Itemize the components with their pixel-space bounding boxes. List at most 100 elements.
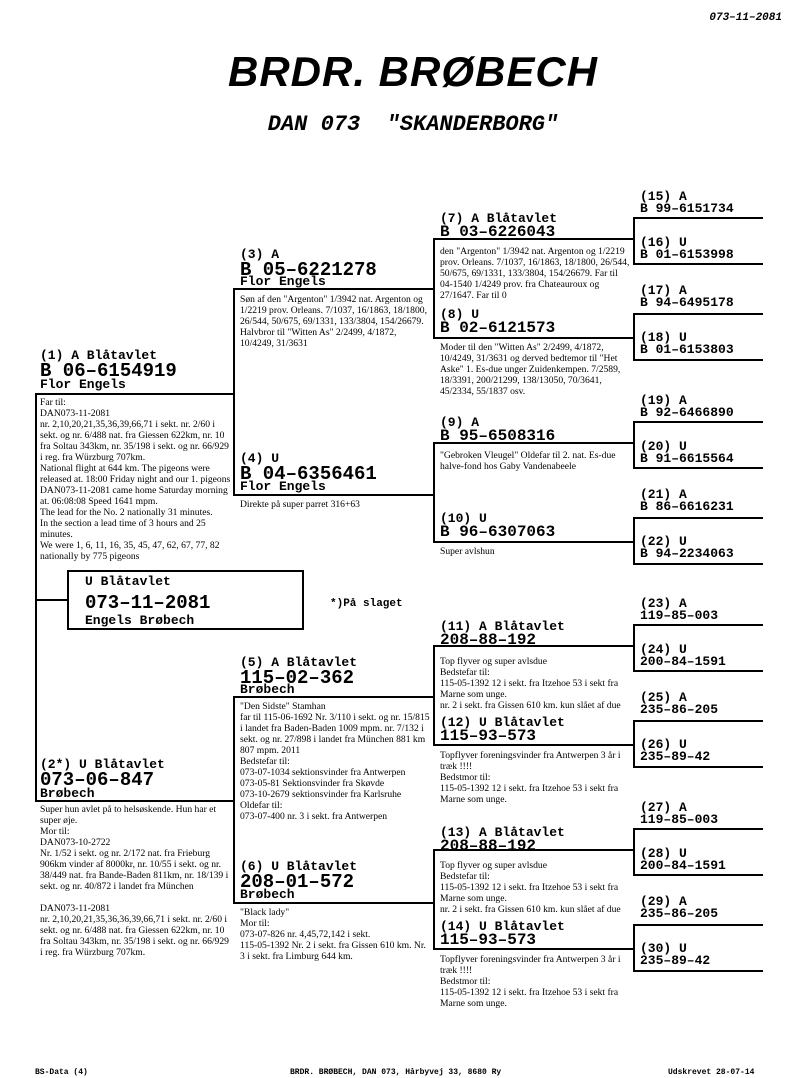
underline-29 [633,924,763,926]
pedigree-2-owner: Brøbech [40,786,95,801]
page-title: BRDR. BRØBECH [228,48,598,95]
bracket-gen4-2 [633,313,635,361]
pedigree-5-label: (5) A Blåtavlet [240,655,358,670]
pedigree-2-desc: Super hun avlet på to helsøskende. Hun h… [40,804,229,958]
pedigree-4-label: (4) U [240,451,280,466]
pedigree-18-ring: B 01–6153803 [640,342,734,357]
pedigree-1-label: (1) A Blåtavlet [40,348,158,363]
pedigree-11-label: (11) A Blåtavlet [440,619,565,634]
pedigree-11-ring: 208–88–192 [440,631,537,649]
underline-25 [633,720,763,722]
underline-9 [433,442,635,444]
underline-26 [633,766,763,768]
pedigree-9-label: (9) A [440,415,480,430]
bracket-gen3-c [433,647,435,746]
bracket-gen2-bottom [233,698,235,904]
pedigree-5-owner: Brøbech [240,682,295,697]
pedigree-13-desc: Top flyver og super avlsdue Bedstefar ti… [440,860,621,915]
underline-12 [433,744,635,746]
subject-owner: Engels Brøbech [85,613,195,628]
underline-21 [633,517,763,519]
pedigree-8-ring: B 02–6121573 [440,319,556,337]
bracket-gen3-d [433,851,435,950]
underline-24 [633,670,763,672]
underline-30 [633,970,763,972]
pedigree-6-owner: Brøbech [240,887,295,902]
subject-color: U Blåtavlet [85,574,171,589]
pedigree-4-owner: Flor Engels [240,479,326,494]
print-code: 073–11–2081 [709,12,782,24]
underline-4 [233,494,435,496]
underline-20 [633,467,763,469]
pedigree-24-label: (24) U [640,642,687,657]
pedigree-12-label: (12) U Blåtavlet [440,715,565,730]
pedigree-17-ring: B 94–6495178 [640,295,734,310]
pedigree-21-label: (21) A [640,487,687,502]
pedigree-24-ring: 200–84–1591 [640,654,726,669]
underline-3 [233,288,435,290]
pedigree-21-ring: B 86–6616231 [640,499,734,514]
pedigree-2-ring: 073–06–847 [40,769,155,791]
pedigree-4-desc: Direkte på super parret 316+63 [240,499,360,510]
pedigree-1-desc: Far til: DAN073-11-2081 nr. 2,10,20,21,3… [40,397,231,562]
pedigree-6-label: (6) U Blåtavlet [240,859,358,874]
footer-right: Udskrevet 28-07-14 [668,1068,755,1077]
underline-17 [633,313,763,315]
pedigree-29-label: (29) A [640,894,687,909]
pedigree-23-label: (23) A [640,596,687,611]
bracket-gen4-4 [633,517,635,565]
pedigree-12-ring: 115–93–573 [440,727,537,745]
pedigree-3-owner: Flor Engels [240,274,326,289]
bracket-gen4-7 [633,828,635,876]
pedigree-10-label: (10) U [440,511,487,526]
pedigree-25-ring: 235–86–205 [640,702,719,717]
pedigree-23-ring: 119–85–003 [640,608,719,623]
pedigree-5-ring: 115–02–362 [240,667,355,689]
underline-2 [35,800,235,802]
pedigree-16-label: (16) U [640,235,687,250]
underline-6 [233,902,435,904]
pedigree-20-label: (20) U [640,439,687,454]
pedigree-1-owner: Flor Engels [40,377,126,392]
bracket-gen2-top [233,290,235,496]
underline-27 [633,828,763,830]
pedigree-17-label: (17) A [640,283,687,298]
pedigree-30-label: (30) U [640,941,687,956]
pedigree-29-ring: 235–86–205 [640,906,719,921]
pedigree-22-label: (22) U [640,534,687,549]
pedigree-8-desc: Moder til den "Witten As" 2/2499, 4/1872… [440,342,621,397]
underline-22 [633,563,763,565]
pedigree-14-label: (14) U Blåtavlet [440,919,565,934]
pedigree-27-ring: 119–85–003 [640,812,719,827]
pedigree-13-ring: 208–88–192 [440,837,537,855]
pedigree-19-label: (19) A [640,393,687,408]
pedigree-16-ring: B 01–6153998 [640,247,734,262]
pedigree-1-ring: B 06–6154919 [40,360,177,382]
pedigree-25-label: (25) A [640,690,687,705]
pedigree-9-ring: B 95–6508316 [440,427,556,445]
underline-28 [633,874,763,876]
pedigree-27-label: (27) A [640,800,687,815]
footer-center: BRDR. BRØBECH, DAN 073, Hårbyvej 33, 868… [290,1068,502,1077]
pedigree-19-ring: B 92–6466890 [640,405,734,420]
subject-box: U Blåtavlet 073–11–2081 Engels Brøbech [67,570,304,630]
pedigree-6-desc: "Black lady" Mor til: 073-07-826 nr. 4,4… [240,907,426,962]
pedigree-10-desc: Super avlshun [440,546,495,557]
pedigree-26-ring: 235–89–42 [640,749,711,764]
bracket-gen3-b [433,444,435,543]
bracket-gen4-1 [633,217,635,265]
bracket-gen4-5 [633,624,635,672]
pedigree-28-ring: 200–84–1591 [640,858,726,873]
underline-16 [633,263,763,265]
underline-14 [433,948,635,950]
pedigree-20-ring: B 91–6615564 [640,451,734,466]
pedigree-15-label: (15) A [640,189,687,204]
pedigree-2-label: (2*) U Blåtavlet [40,757,165,772]
bracket-gen4-3 [633,421,635,469]
pedigree-3-ring: B 05–6221278 [240,259,377,281]
underline-18 [633,359,763,361]
pedigree-12-desc: Topflyver foreningsvinder fra Antwerpen … [440,750,621,805]
pedigree-11-desc: Top flyver og super avlsdue Bedstefar ti… [440,656,621,711]
subject-note: *)På slaget [330,598,403,610]
bracket-gen4-6 [633,720,635,768]
